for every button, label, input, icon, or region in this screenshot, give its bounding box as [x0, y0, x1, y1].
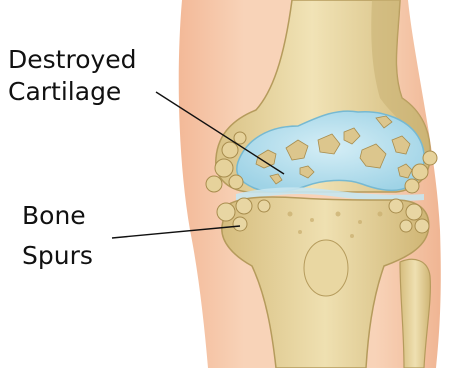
destroyed-cartilage-label-line1: Destroyed	[8, 45, 137, 74]
tibial-tuberosity	[304, 240, 348, 296]
bone-spurs-label-line2: Spurs	[22, 241, 93, 270]
destroyed-cartilage-label-line2: Cartilage	[8, 77, 121, 106]
bone-spurs-label-line1: Bone	[22, 201, 86, 230]
